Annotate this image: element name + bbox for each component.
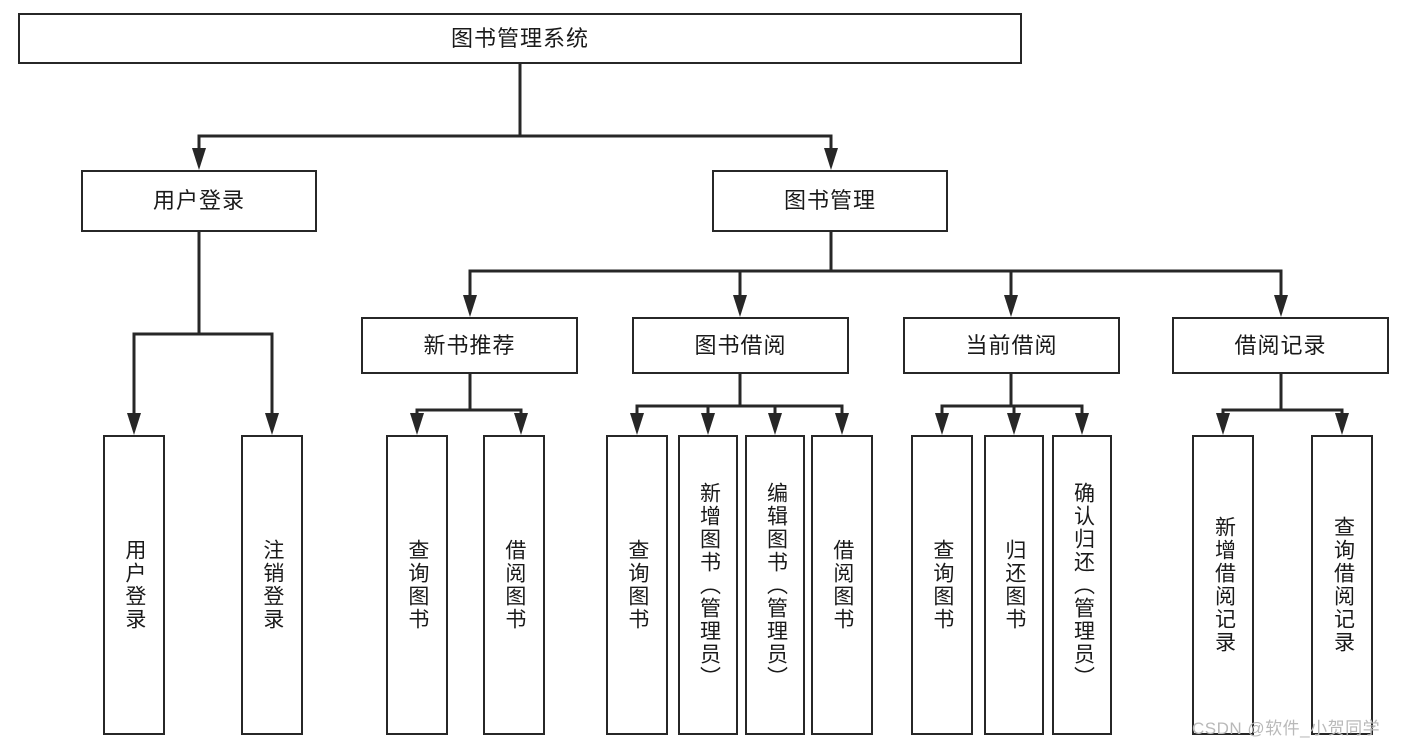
arrow-head-icon <box>701 413 715 435</box>
leaf-node-leaf-logout[interactable]: 注销登录 <box>241 435 303 735</box>
leaf-node-leaf-query-book-1[interactable]: 查询图书 <box>386 435 448 735</box>
arrow-head-icon <box>768 413 782 435</box>
arrow-head-icon <box>1216 413 1230 435</box>
leaf-node-leaf-add-book[interactable]: 新增图书（管理员） <box>678 435 738 735</box>
leaf-node-leaf-add-record[interactable]: 新增借阅记录 <box>1192 435 1254 735</box>
level3-node-book-borrow[interactable]: 图书借阅 <box>632 317 849 374</box>
leaf-node-leaf-query-book-2[interactable]: 查询图书 <box>606 435 668 735</box>
node-label: 图书管理系统 <box>450 25 589 51</box>
node-label: 新书推荐 <box>423 332 516 358</box>
arrow-head-icon <box>733 295 747 317</box>
leaf-node-leaf-user-login[interactable]: 用户登录 <box>103 435 165 735</box>
node-label: 图书管理 <box>783 188 876 214</box>
node-label: 用户登录 <box>122 539 146 631</box>
node-label: 确认归还（管理员） <box>1071 481 1095 689</box>
arrow-head-icon <box>265 413 279 435</box>
arrow-head-icon <box>1274 295 1288 317</box>
node-label: 用户登录 <box>152 188 245 214</box>
level3-node-borrow-record[interactable]: 借阅记录 <box>1172 317 1389 374</box>
arrow-head-icon <box>835 413 849 435</box>
arrow-head-icon <box>1004 295 1018 317</box>
leaf-node-leaf-query-book-3[interactable]: 查询图书 <box>911 435 973 735</box>
node-label: 查询借阅记录 <box>1331 516 1355 654</box>
node-label: 借阅图书 <box>830 539 854 631</box>
node-label: 新增借阅记录 <box>1212 516 1236 654</box>
leaf-node-leaf-query-record[interactable]: 查询借阅记录 <box>1311 435 1373 735</box>
arrow-head-icon <box>127 413 141 435</box>
leaf-node-leaf-confirm-return[interactable]: 确认归还（管理员） <box>1052 435 1112 735</box>
level3-node-new-book-recommend[interactable]: 新书推荐 <box>361 317 578 374</box>
arrow-head-icon <box>410 413 424 435</box>
node-label: 查询图书 <box>930 539 954 631</box>
level3-node-current-borrow[interactable]: 当前借阅 <box>903 317 1120 374</box>
watermark-text: CSDN @软件_小贺同学 <box>1192 719 1381 738</box>
arrow-head-icon <box>192 148 206 170</box>
node-label: 图书借阅 <box>694 332 787 358</box>
arrow-head-icon <box>824 148 838 170</box>
arrow-head-icon <box>935 413 949 435</box>
arrow-head-icon <box>1007 413 1021 435</box>
arrow-heads <box>127 148 1349 435</box>
leaf-node-leaf-borrow-book-2[interactable]: 借阅图书 <box>811 435 873 735</box>
level2-node-book-manage[interactable]: 图书管理 <box>712 170 948 232</box>
node-label: 借阅图书 <box>502 539 526 631</box>
node-label: 新增图书（管理员） <box>697 481 721 689</box>
level2-node-user-login[interactable]: 用户登录 <box>81 170 317 232</box>
leaf-node-leaf-return-book[interactable]: 归还图书 <box>984 435 1044 735</box>
node-label: 归还图书 <box>1002 539 1026 631</box>
arrow-head-icon <box>1075 413 1089 435</box>
node-label: 当前借阅 <box>965 332 1058 358</box>
arrow-head-icon <box>1335 413 1349 435</box>
arrow-head-icon <box>463 295 477 317</box>
arrow-head-icon <box>514 413 528 435</box>
node-label: 查询图书 <box>405 539 429 631</box>
root-node-book-management-system[interactable]: 图书管理系统 <box>18 13 1022 64</box>
leaf-node-leaf-borrow-book-1[interactable]: 借阅图书 <box>483 435 545 735</box>
node-label: 借阅记录 <box>1234 332 1327 358</box>
node-label: 查询图书 <box>625 539 649 631</box>
node-label: 编辑图书（管理员） <box>764 481 788 689</box>
arrow-head-icon <box>630 413 644 435</box>
node-label: 注销登录 <box>260 539 284 631</box>
leaf-node-leaf-edit-book[interactable]: 编辑图书（管理员） <box>745 435 805 735</box>
